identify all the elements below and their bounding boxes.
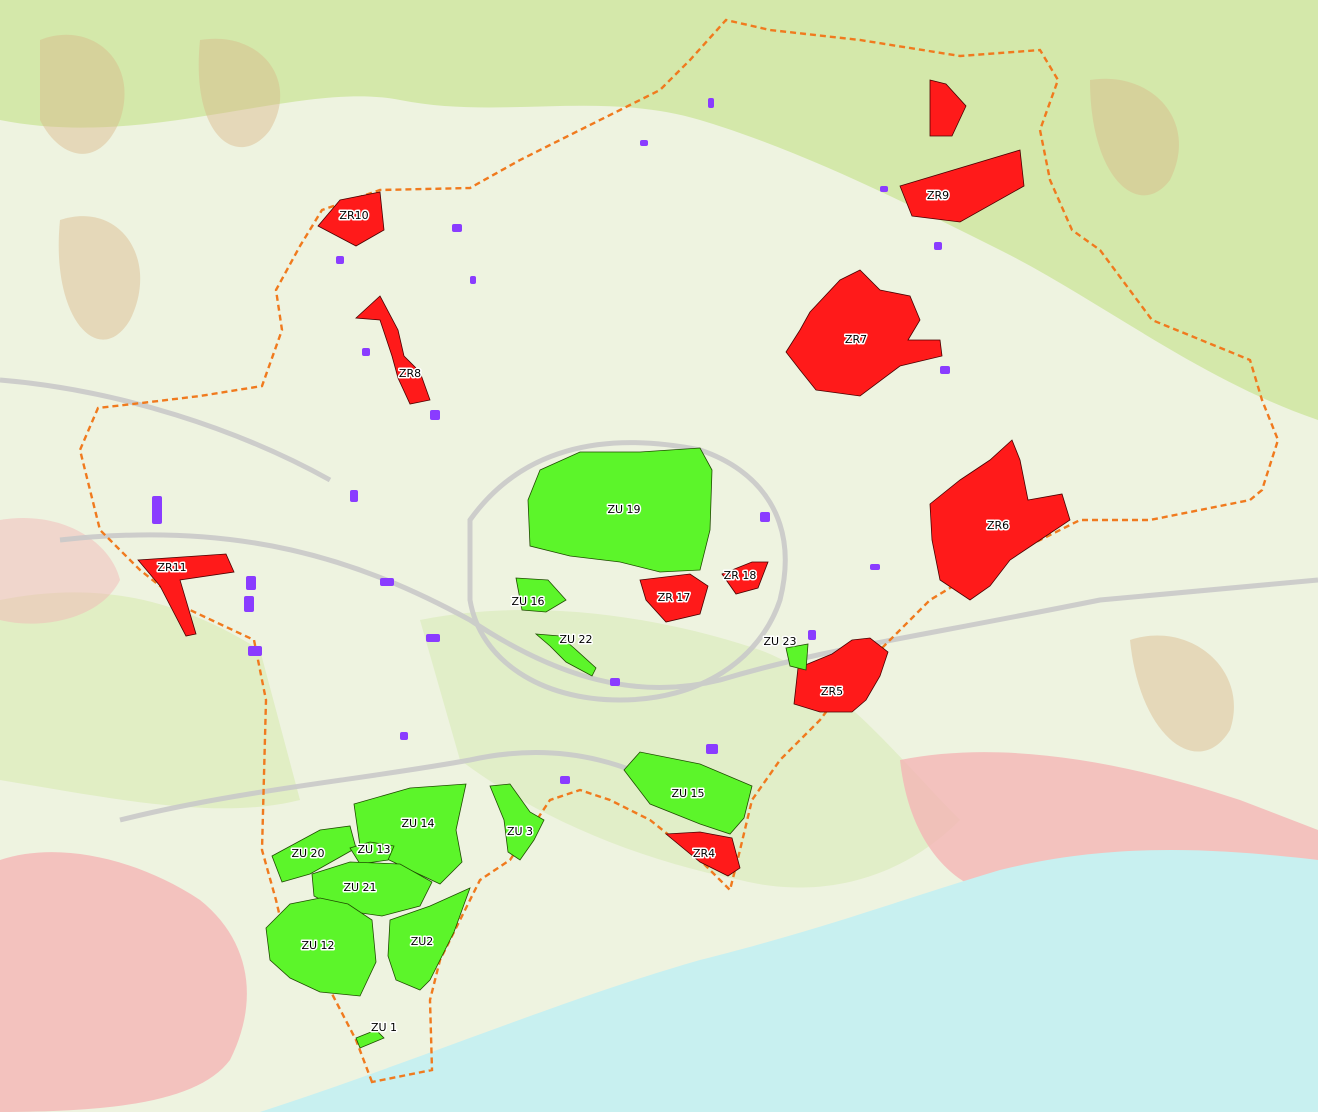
vegetation-layer <box>0 0 1318 888</box>
label-zr18: ZR 18 <box>724 569 757 582</box>
label-zr5: ZR5 <box>821 685 843 698</box>
zone-zr9[interactable] <box>899 79 1025 223</box>
zone-zu15[interactable] <box>623 751 753 835</box>
zone-zu22[interactable] <box>534 633 597 677</box>
zone-zu12[interactable] <box>265 897 377 997</box>
label-zr10: ZR10 <box>339 209 368 222</box>
label-zu16: ZU 16 <box>511 595 544 608</box>
zone-zu13[interactable] <box>349 841 395 865</box>
label-zr4: ZR4 <box>693 847 715 860</box>
zone-zu3[interactable] <box>489 783 545 861</box>
label-zr11: ZR11 <box>157 561 186 574</box>
zone-zr17[interactable] <box>639 573 709 623</box>
label-zr17: ZR 17 <box>658 591 691 604</box>
label-zr8: ZR8 <box>399 367 421 380</box>
zone-zu16[interactable] <box>515 577 567 613</box>
label-zu15: ZU 15 <box>671 787 704 800</box>
zone-zu1[interactable] <box>355 1029 385 1049</box>
zone-zr18[interactable] <box>721 561 769 595</box>
label-zr6: ZR6 <box>987 519 1009 532</box>
zone-labels: ZR10 ZR8 ZR11 ZR9 ZR7 ZR6 ZR5 ZR4 ZR 17 … <box>156 188 1011 1036</box>
zr-zones <box>137 79 1071 877</box>
label-zu14: ZU 14 <box>401 817 434 830</box>
label-zu2: ZU2 <box>411 935 434 948</box>
label-zu3: ZU 3 <box>507 825 533 838</box>
zone-zr5[interactable] <box>793 637 889 713</box>
zone-zr11[interactable] <box>137 553 235 637</box>
label-zr9: ZR9 <box>927 189 949 202</box>
label-zr7: ZR7 <box>845 333 867 346</box>
zone-zr8[interactable] <box>355 295 431 405</box>
label-zu12: ZU 12 <box>301 939 334 952</box>
sea <box>260 850 1318 1112</box>
zu-zones <box>265 447 809 1049</box>
label-zu19: ZU 19 <box>607 503 640 516</box>
zone-zu23[interactable] <box>785 643 809 671</box>
label-zu23: ZU 23 <box>763 635 796 648</box>
label-zu1: ZU 1 <box>371 1021 397 1034</box>
zone-zr6[interactable] <box>929 439 1071 601</box>
zone-zu19[interactable] <box>527 447 713 573</box>
label-zu21: ZU 21 <box>343 881 376 894</box>
small-parcels <box>152 98 950 784</box>
zone-zu2[interactable] <box>387 887 471 991</box>
label-zu20: ZU 20 <box>291 847 324 860</box>
label-zu13: ZU 13 <box>357 843 390 856</box>
zone-zr10[interactable] <box>317 191 385 247</box>
zone-zr4[interactable] <box>664 831 741 877</box>
label-zu22: ZU 22 <box>559 633 592 646</box>
relief-layer <box>40 34 1234 752</box>
zone-zr7[interactable] <box>785 269 943 397</box>
